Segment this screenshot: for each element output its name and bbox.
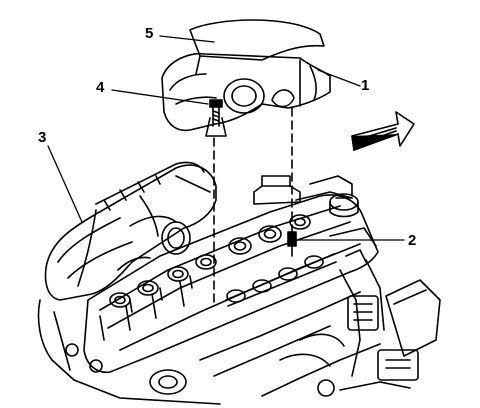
front-of-vehicle-arrow-icon (351, 111, 415, 151)
callout-4: 4 (96, 79, 105, 96)
callout-3: 3 (38, 129, 47, 146)
callout-1: 1 (361, 77, 370, 94)
retaining-bolt-shape (209, 99, 223, 127)
resonator-top-cover (189, 19, 325, 61)
leader-line-3 (47, 145, 83, 223)
leader-line-4 (111, 89, 209, 105)
leader-line-1 (317, 69, 361, 87)
resonator-body (161, 52, 331, 132)
intake-manifold-shape (44, 161, 217, 301)
oil-fill-cap (329, 193, 359, 218)
cylinder-head (83, 175, 379, 374)
leader-lines (47, 35, 405, 241)
engine-block-lower (37, 227, 441, 405)
leader-line-5 (159, 35, 215, 43)
resonator-assembly (161, 19, 331, 137)
resonator-outlet (223, 78, 265, 114)
valve-springs (99, 214, 337, 341)
mounting-stud-shape (287, 231, 297, 257)
callout-5: 5 (145, 25, 154, 42)
resonator-mount-tab (205, 117, 227, 137)
alignment-lines (213, 107, 293, 303)
callout-2: 2 (408, 232, 417, 249)
